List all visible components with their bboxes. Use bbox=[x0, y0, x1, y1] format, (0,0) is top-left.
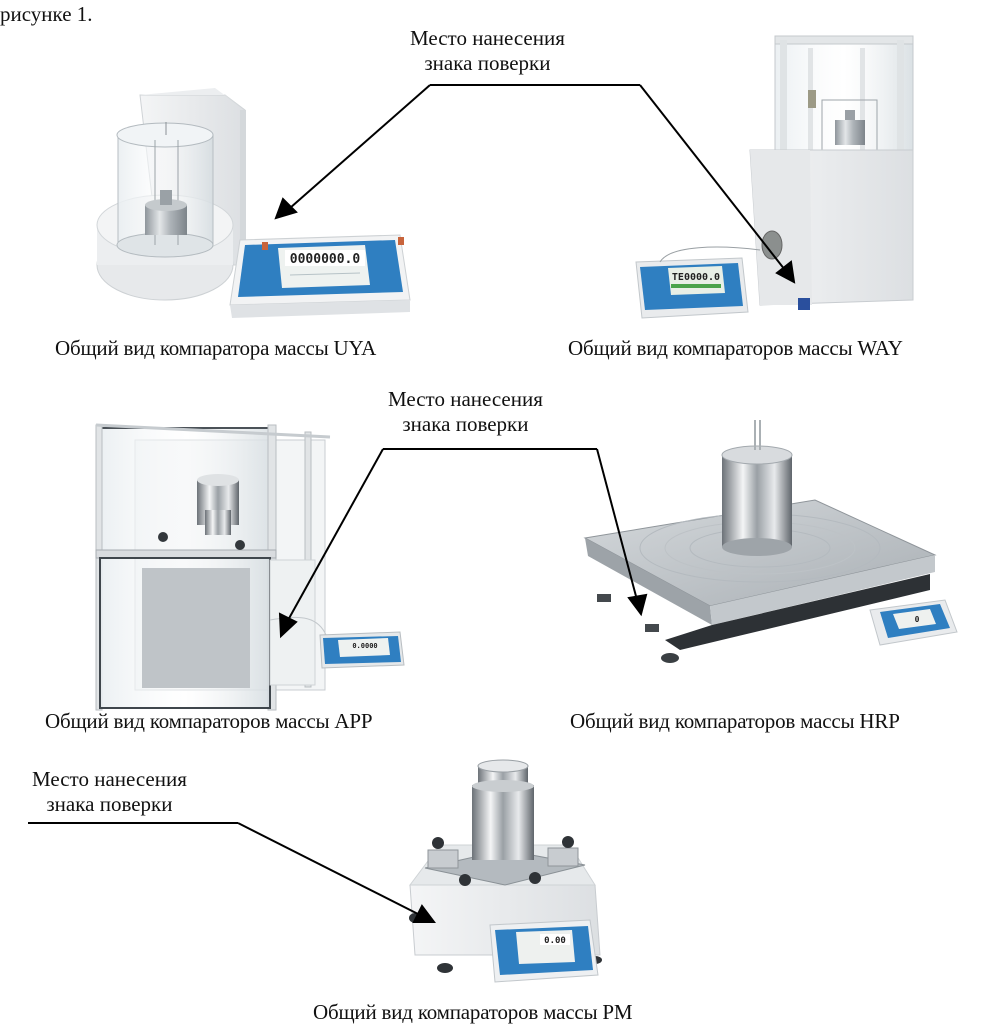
arrowhead-icon bbox=[412, 904, 436, 923]
callout-line2: знака поверки bbox=[402, 412, 529, 436]
callout-line1: Место нанесения bbox=[388, 387, 543, 411]
caption-pm: Общий вид компараторов массы PM bbox=[313, 1000, 633, 1024]
hrp-display-readout: 0 bbox=[915, 615, 920, 624]
uya-display-readout: 0000000.0 bbox=[290, 252, 361, 267]
arrowhead-icon bbox=[775, 260, 796, 284]
arrow-to-pm bbox=[237, 822, 421, 916]
arrow-to-way bbox=[639, 84, 786, 271]
arrow-to-uya bbox=[289, 84, 431, 209]
callout-line1: Место нанесения bbox=[32, 767, 187, 791]
arrowhead-icon bbox=[278, 612, 298, 639]
callout-line2: знака поверки bbox=[424, 51, 551, 75]
callout-label-middle: Место нанесения знака поверки bbox=[388, 387, 543, 437]
intro-text-fragment: рисунке 1. bbox=[0, 2, 93, 26]
callout-label-bottom: Место нанесения знака поверки bbox=[32, 767, 187, 817]
arrow-to-hrp bbox=[596, 448, 638, 601]
uya-comparator-illustration: 0000000.0 bbox=[96, 88, 411, 318]
caption-hrp: Общий вид компараторов массы HRP bbox=[570, 709, 900, 733]
pm-comparator-illustration: 0.00 bbox=[409, 759, 602, 983]
arrow-to-app bbox=[286, 448, 384, 623]
way-comparator-illustration: TE0000.0 bbox=[635, 35, 914, 319]
caption-uya: Общий вид компаратора массы UYA bbox=[55, 336, 377, 360]
caption-way: Общий вид компараторов массы WAY bbox=[568, 336, 903, 360]
callout-line1: Место нанесения bbox=[410, 26, 565, 50]
arrowhead-icon bbox=[627, 593, 648, 617]
pm-display-readout: 0.00 bbox=[544, 936, 566, 946]
app-display-readout: 0.0000 bbox=[352, 642, 377, 650]
app-comparator-illustration: 0.0000 bbox=[95, 423, 405, 711]
way-display-readout: TE0000.0 bbox=[672, 272, 720, 283]
callout-line2: знака поверки bbox=[46, 792, 173, 816]
arrowhead-icon bbox=[274, 197, 298, 220]
callout-arrows bbox=[28, 84, 796, 923]
callout-label-top: Место нанесения знака поверки bbox=[410, 26, 565, 76]
caption-app: Общий вид компараторов массы APP bbox=[45, 709, 373, 733]
hrp-comparator-illustration: 0 bbox=[583, 420, 958, 663]
